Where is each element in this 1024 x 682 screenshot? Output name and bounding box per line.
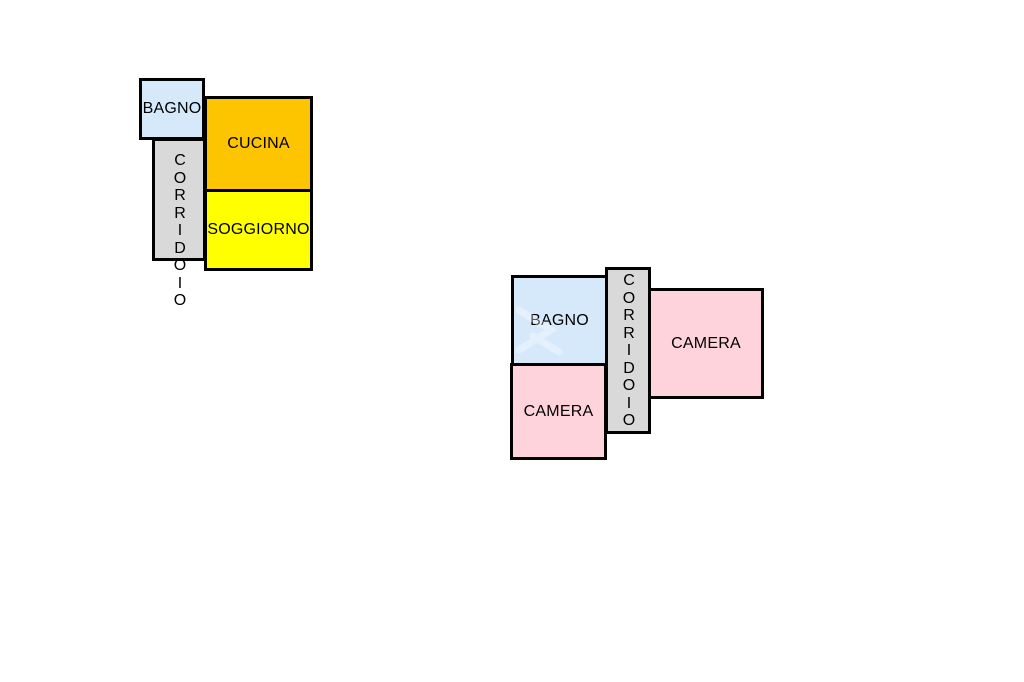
room-bagno-unit1: BAGNO	[139, 78, 205, 140]
room-camera-left-unit2: CAMERA	[510, 363, 607, 460]
room-label-camera-left-unit2: CAMERA	[523, 402, 594, 420]
room-bagno-unit2: BAGNO	[511, 275, 608, 366]
room-label-cucina-unit1: CUCINA	[227, 135, 290, 152]
room-label-bagno-unit2: BAGNO	[530, 311, 589, 329]
room-camera-right-unit2: CAMERA	[648, 288, 764, 399]
room-corridoio-unit1	[152, 138, 206, 261]
corridoio-letter: O	[173, 292, 187, 309]
corridoio-letter: I	[177, 274, 183, 292]
room-corridoio-unit2	[605, 267, 651, 434]
room-label-camera-right-unit2: CAMERA	[671, 334, 741, 352]
room-label-soggiorno-unit1: SOGGIORNO	[207, 221, 310, 238]
room-label-bagno-unit1: BAGNO	[142, 100, 202, 117]
room-cucina-unit1: CUCINA	[204, 96, 313, 192]
room-soggiorno-unit1: SOGGIORNO	[204, 189, 313, 271]
